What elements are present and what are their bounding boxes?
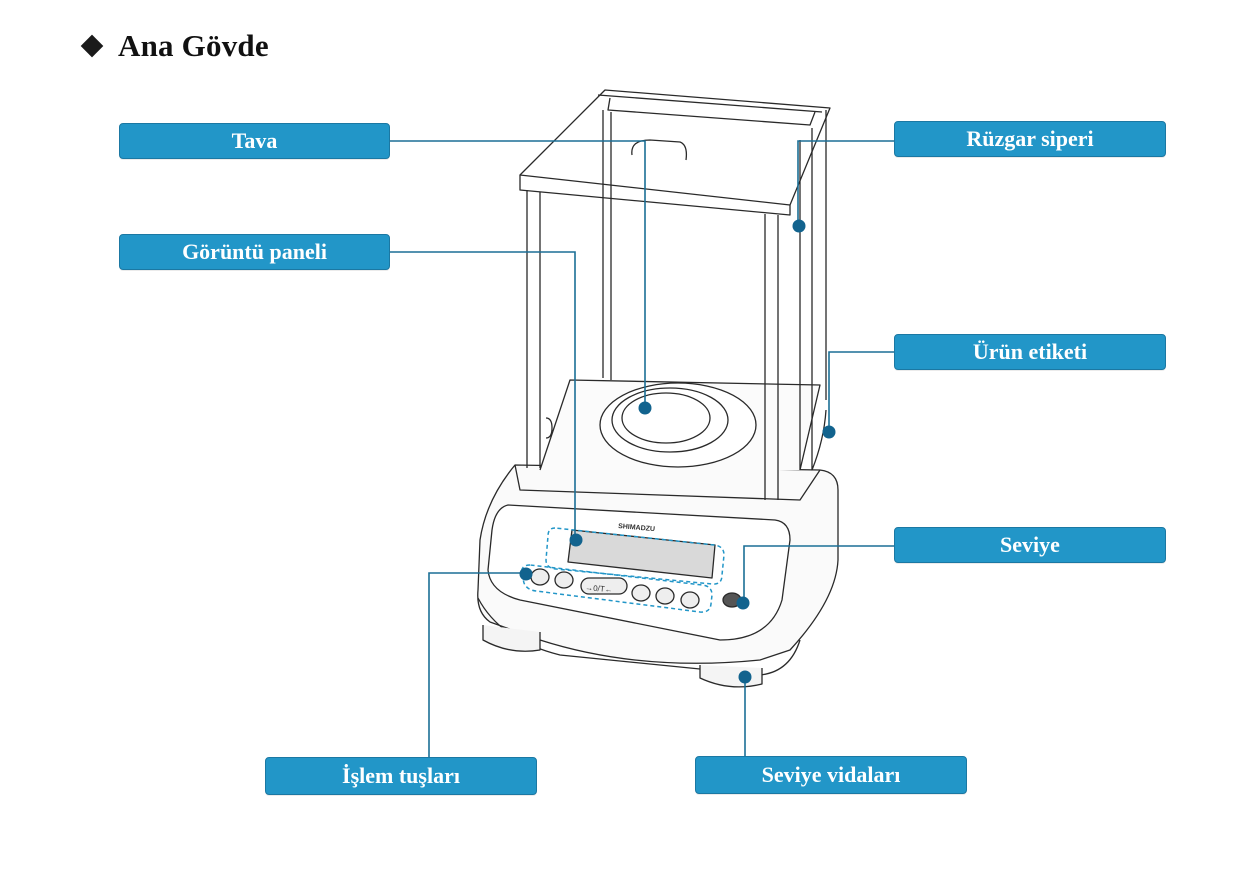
section-heading: Ana Gövde (78, 28, 269, 64)
brand-logo: SHIMADZU (618, 523, 655, 533)
display-highlight (545, 527, 725, 585)
marker-urun-etiketi (822, 425, 836, 439)
marker-dots (519, 219, 836, 684)
leader-islem-tuslari (428, 572, 525, 758)
leader-lines (390, 140, 895, 758)
marker-ruzgar-siperi (792, 219, 806, 233)
marker-seviye (736, 596, 750, 610)
label-goruntu-paneli: Görüntü paneli (119, 234, 390, 270)
leader-seviye (743, 545, 895, 600)
label-urun-etiketi: Ürün etiketi (894, 334, 1166, 370)
keys-highlight (520, 564, 713, 613)
zero-tare-key-label: →0/T← (585, 583, 613, 594)
section-title: Ana Gövde (118, 28, 269, 63)
leader-tava (390, 140, 646, 408)
leader-ruzgar-siperi (797, 140, 895, 226)
marker-goruntu-paneli (569, 533, 583, 547)
label-islem-tuslari: İşlem tuşları (265, 757, 537, 795)
label-seviye-vidalari: Seviye vidaları (695, 756, 967, 794)
label-seviye: Seviye (894, 527, 1166, 563)
highlight-outlines (520, 527, 725, 613)
marker-seviye-vidalari (738, 670, 752, 684)
marker-islem-tuslari (519, 567, 533, 581)
label-tava: Tava (119, 123, 390, 159)
leader-goruntu-paneli (390, 251, 576, 540)
balance-drawing (477, 89, 839, 688)
marker-tava (638, 401, 652, 415)
leader-urun-etiketi (828, 351, 895, 432)
label-ruzgar-siperi: Rüzgar siperi (894, 121, 1166, 157)
